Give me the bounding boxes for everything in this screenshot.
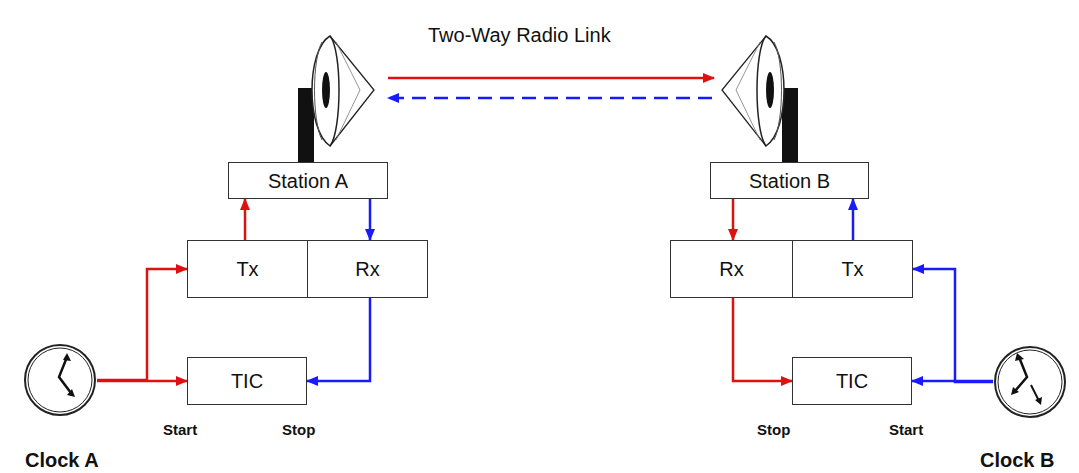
- port-name: Start: [889, 421, 923, 438]
- box-label: Rx: [355, 258, 379, 280]
- tic-box: TIC: [792, 357, 912, 405]
- box-label: Tx: [841, 258, 863, 280]
- signal-connector: [913, 269, 993, 382]
- link-title: Two-Way Radio Link: [428, 24, 611, 47]
- box-label: Rx: [719, 258, 743, 280]
- signal-connector: [733, 298, 792, 381]
- receiver-box: Rx: [670, 240, 793, 298]
- radio-signal-arrow: [388, 77, 714, 80]
- transmitter-box: Tx: [187, 240, 308, 298]
- radio-signal-arrow: [388, 97, 712, 100]
- box-label: TIC: [231, 370, 263, 392]
- station-box: Station B: [710, 162, 869, 199]
- signal-connector: [97, 269, 187, 380]
- signal-connector: [912, 380, 993, 383]
- clock-label: Clock A: [25, 449, 99, 472]
- signal-connector: [369, 199, 372, 240]
- clock: Clock B: [993, 345, 1067, 419]
- box-label: Tx: [236, 258, 258, 280]
- dish-antenna: [298, 36, 374, 162]
- signal-connector: [732, 199, 735, 240]
- signal-connector: [97, 380, 187, 383]
- box-label: Station A: [268, 170, 348, 192]
- station-box: Station A: [228, 162, 388, 199]
- transmitter-box: Tx: [792, 240, 913, 298]
- port-name: Stop: [757, 421, 790, 438]
- clock-face: [993, 345, 1067, 419]
- signal-connector: [852, 199, 855, 240]
- signal-connector: [307, 298, 370, 381]
- port-name: Stop: [282, 421, 315, 438]
- clock-face: [23, 343, 97, 417]
- dish-antenna: [722, 36, 798, 162]
- signal-connector: [244, 199, 247, 240]
- port-name: Start: [163, 421, 197, 438]
- box-label: TIC: [836, 370, 868, 392]
- tic-box: TIC: [187, 357, 307, 405]
- clock: Clock A: [23, 343, 97, 417]
- receiver-box: Rx: [307, 240, 428, 298]
- box-label: Station B: [749, 170, 830, 192]
- clock-label: Clock B: [980, 449, 1054, 472]
